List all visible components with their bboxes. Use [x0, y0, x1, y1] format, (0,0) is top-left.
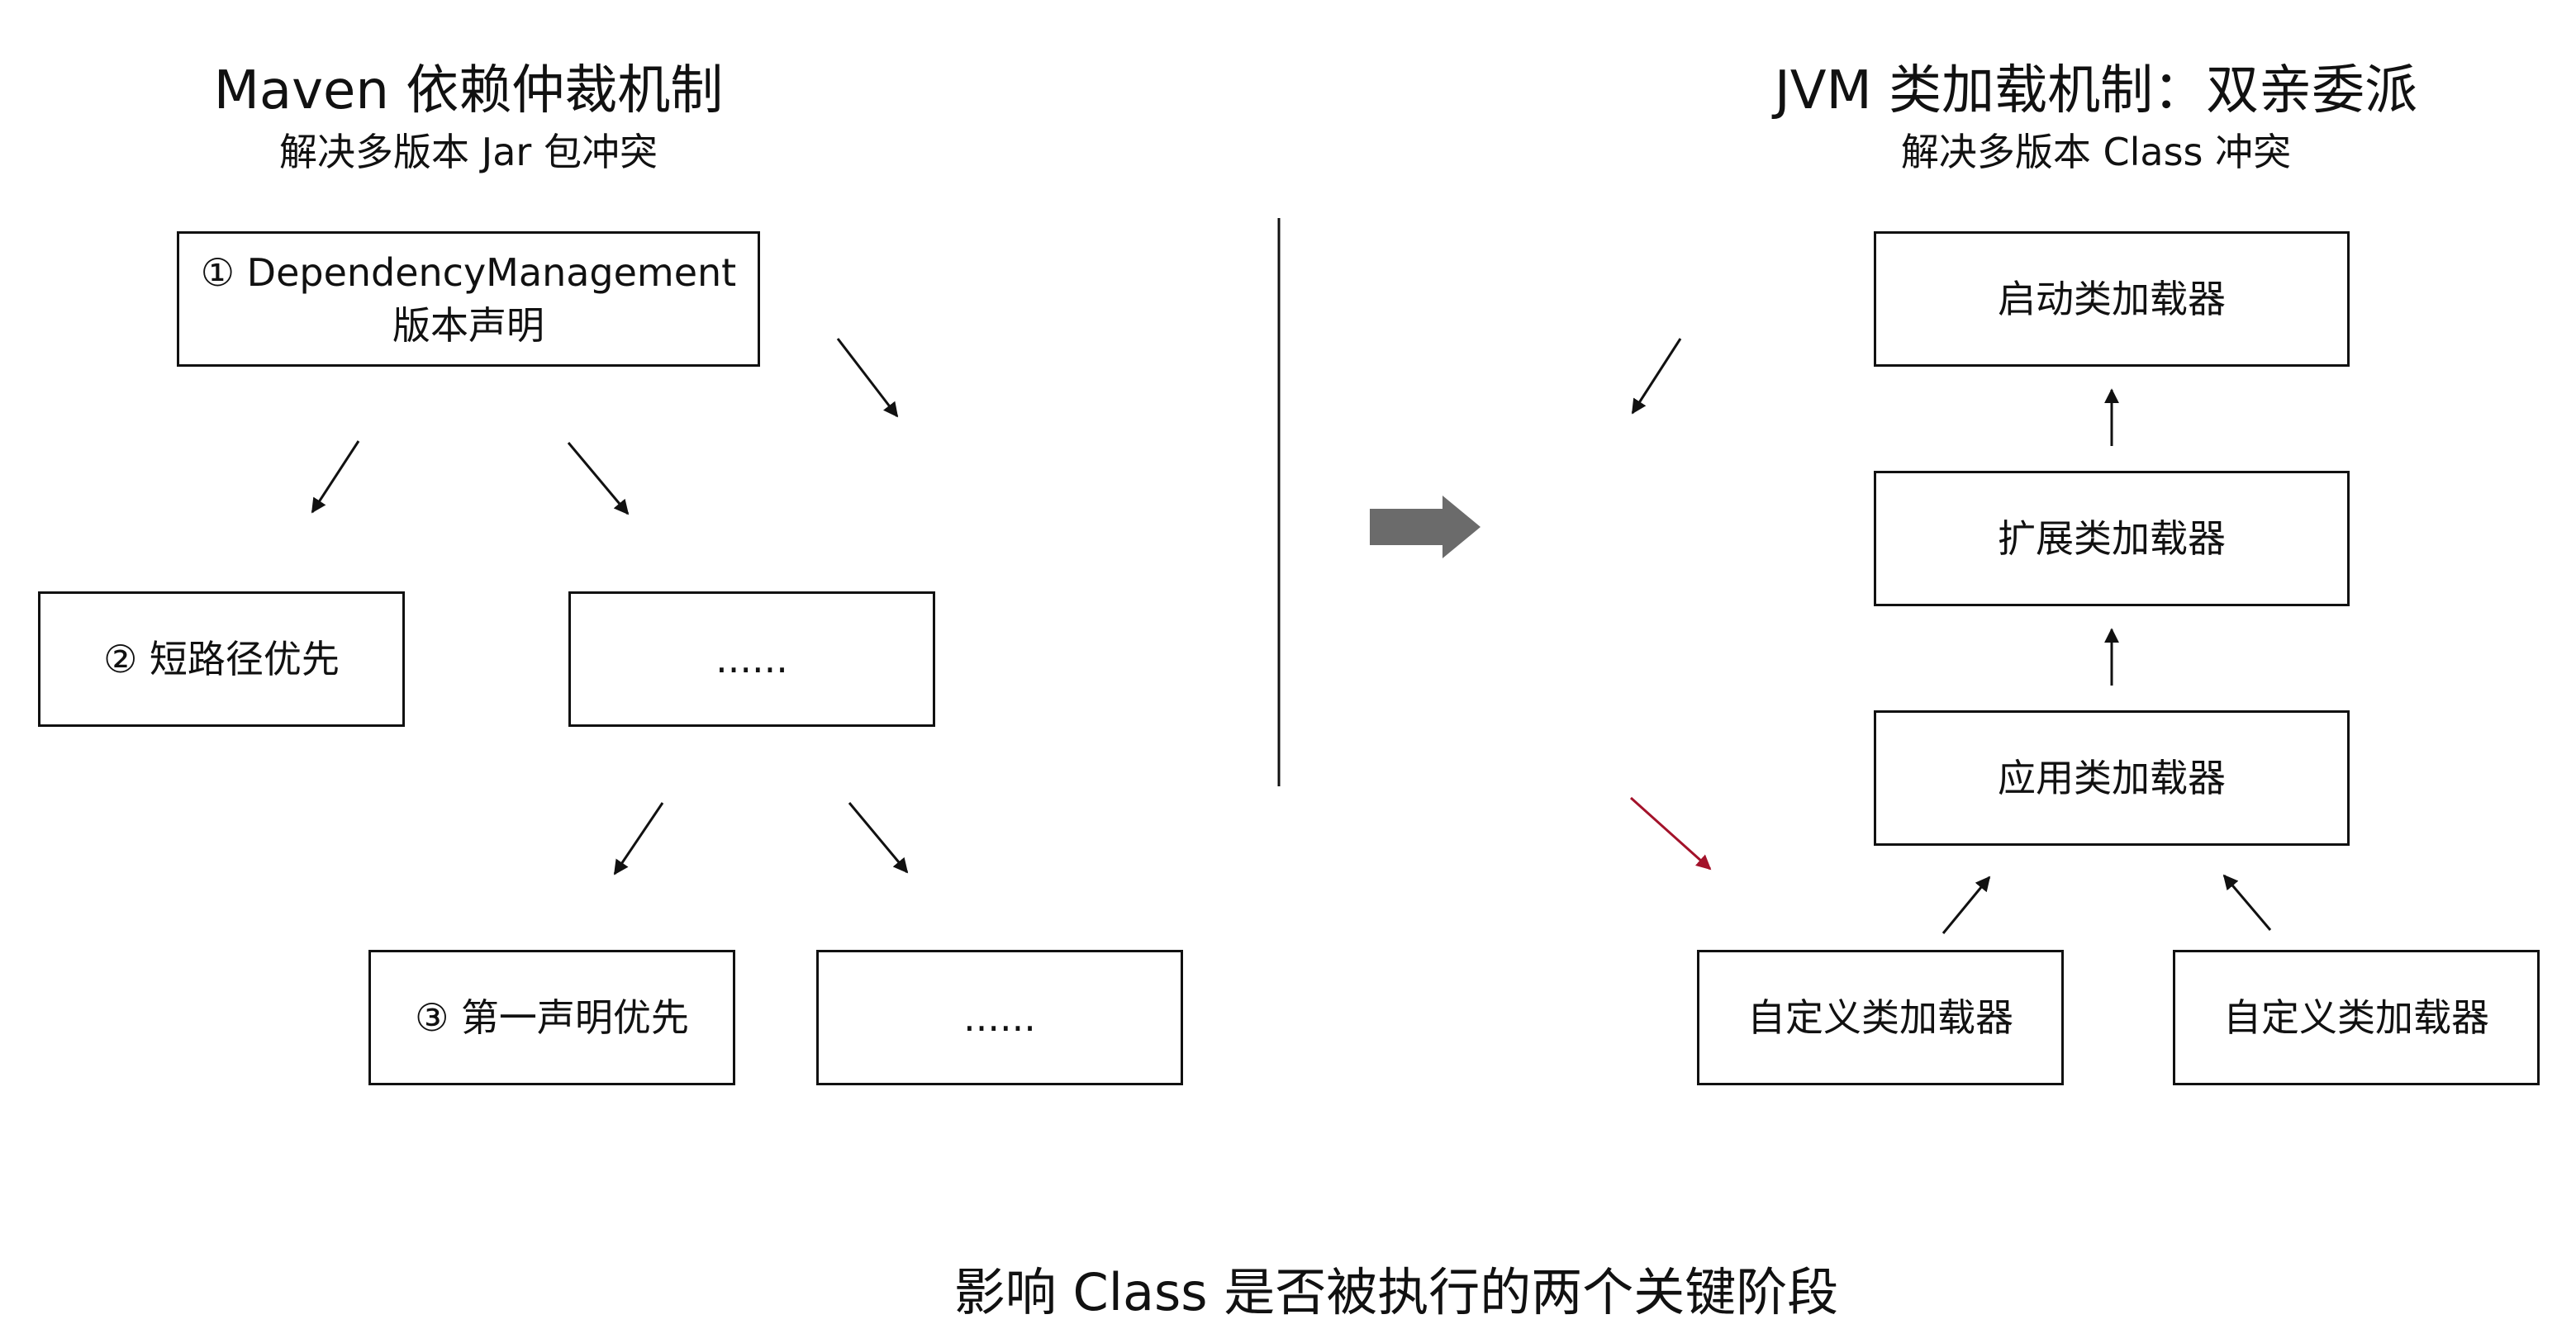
- arrow-down-left-1: [311, 440, 360, 514]
- custom-loader-label-2: 自定义类加载器: [2223, 994, 2489, 1040]
- maven-title: Maven 依赖仲裁机制: [213, 60, 724, 121]
- first-declaration-box: ③ 第一声明优先: [368, 950, 735, 1085]
- arrow-down-left-3: [1631, 338, 1682, 415]
- bootstrap-loader-box: 启动类加载器: [1874, 231, 2350, 367]
- arrow-down-left-2: [613, 802, 664, 876]
- ellipsis-label-2: ......: [963, 994, 1036, 1040]
- extension-loader-label: 扩展类加载器: [1998, 515, 2226, 561]
- arrow-up-left: [2222, 874, 2272, 931]
- custom-loader-box-1: 自定义类加载器: [1697, 950, 2064, 1085]
- arrow-down-right-2: [836, 338, 899, 418]
- first-declaration-label: ③ 第一声明优先: [415, 994, 689, 1040]
- shortest-path-label: ② 短路径优先: [103, 636, 340, 681]
- custom-loader-box-2: 自定义类加载器: [2173, 950, 2540, 1085]
- jvm-title: JVM 类加载机制：双亲委派: [1774, 60, 2418, 121]
- custom-loader-label-1: 自定义类加载器: [1747, 994, 2013, 1040]
- jvm-subtitle: 解决多版本 Class 冲突: [1900, 130, 2292, 174]
- shortest-path-box: ② 短路径优先: [38, 591, 405, 727]
- dependency-management-label: ① DependencyManagement: [200, 249, 737, 295]
- application-loader-label: 应用类加载器: [1998, 755, 2226, 800]
- dependency-management-box: ① DependencyManagement 版本声明: [177, 231, 760, 367]
- arrow-down-right-1: [567, 442, 630, 515]
- version-declaration-label: 版本声明: [392, 303, 544, 348]
- highlight-arrow: [1629, 796, 1712, 871]
- maven-subtitle: 解决多版本 Jar 包冲突: [279, 130, 658, 174]
- bootstrap-loader-label: 启动类加载器: [1998, 276, 2226, 321]
- footer-caption: 影响 Class 是否被执行的两个关键阶段: [953, 1262, 1839, 1322]
- ellipsis-box-1: ......: [568, 591, 935, 727]
- arrow-down-right-3: [848, 802, 909, 874]
- arrow-up-right: [1942, 876, 1991, 934]
- ellipsis-label-1: ......: [715, 636, 788, 681]
- application-loader-box: 应用类加载器: [1874, 710, 2350, 846]
- extension-loader-box: 扩展类加载器: [1874, 471, 2350, 606]
- ellipsis-box-2: ......: [816, 950, 1183, 1085]
- transition-arrow-icon: [1370, 496, 1480, 558]
